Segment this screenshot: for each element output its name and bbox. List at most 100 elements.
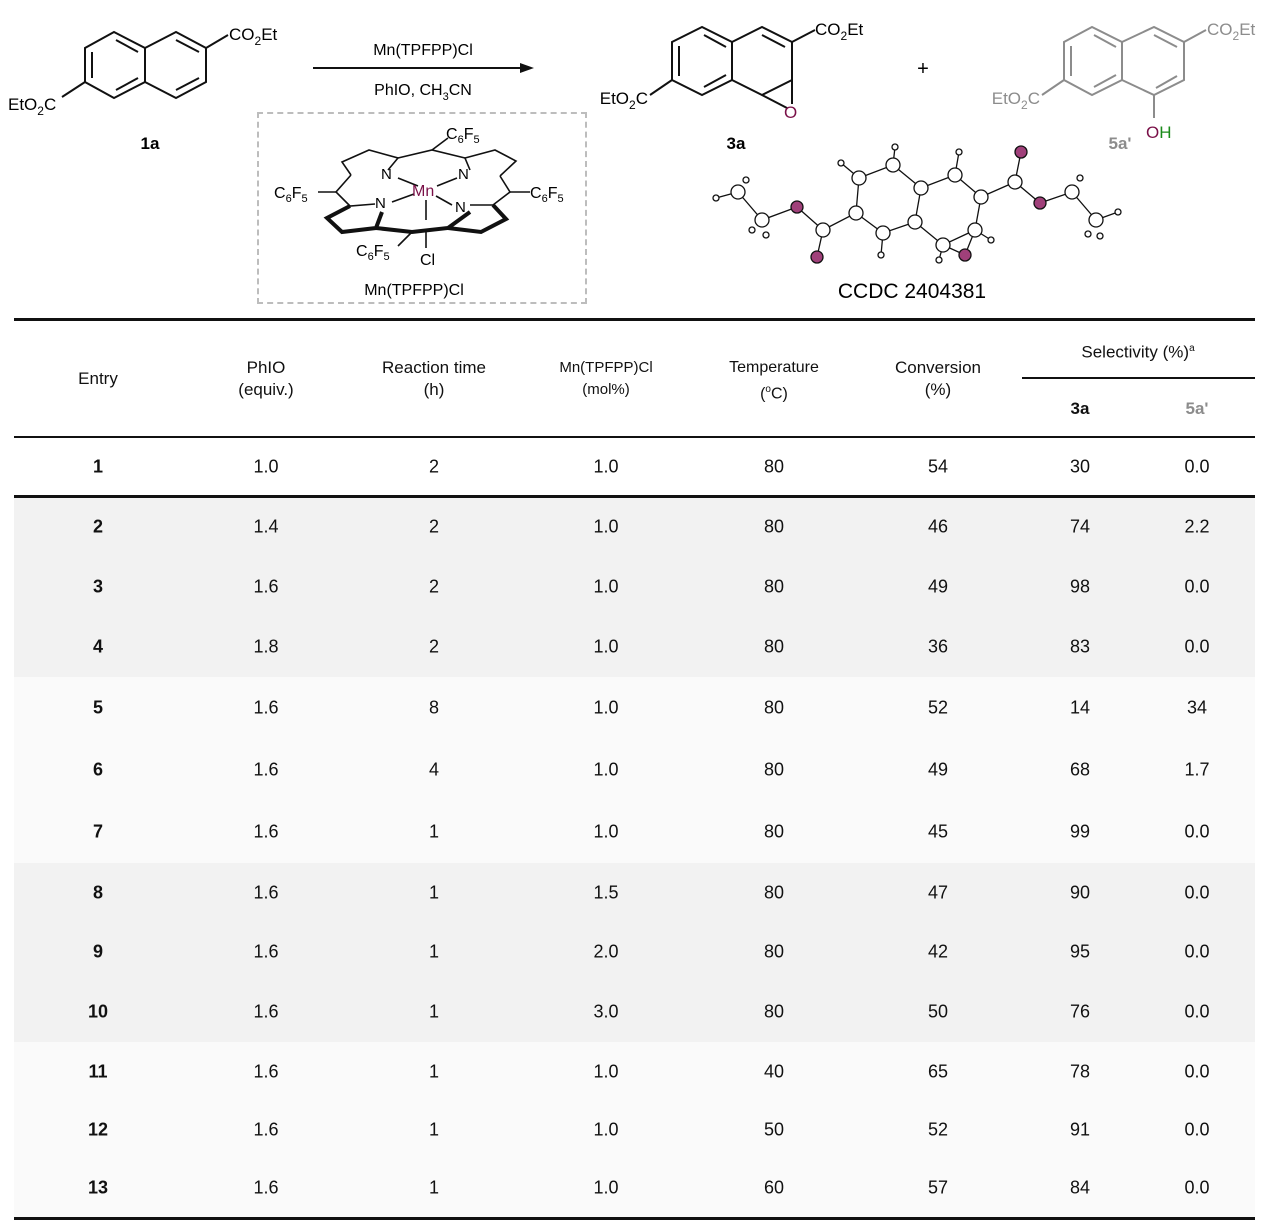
- cell-entry: 12: [87, 1119, 109, 1140]
- cell-entry: 10: [87, 1001, 109, 1022]
- cell-selectivity-3a: 84: [1069, 1177, 1091, 1198]
- manganese-center: Mn: [412, 183, 434, 200]
- cell-selectivity-5a: 0.0: [1184, 636, 1210, 657]
- cell-selectivity-3a: 95: [1069, 941, 1091, 962]
- cell-catalyst: 1.0: [593, 821, 619, 842]
- cell-catalyst: 3.0: [593, 1001, 619, 1022]
- cell-entry: 13: [87, 1177, 109, 1198]
- cell-temperature: 80: [763, 1001, 785, 1022]
- cell-temperature: 80: [763, 636, 785, 657]
- cell-temperature: 80: [763, 941, 785, 962]
- product-5a-label: 5a': [1109, 134, 1132, 153]
- substrate-1a-structure: [61, 30, 229, 100]
- cell-catalyst: 1.0: [593, 1177, 619, 1198]
- cell-temperature: 80: [763, 576, 785, 597]
- porphyrin-nitrogens: N N N N: [375, 166, 469, 216]
- cell-entry: 4: [92, 636, 104, 657]
- cell-catalyst: 1.0: [593, 1119, 619, 1140]
- cell-time: 1: [428, 821, 440, 842]
- cell-selectivity-3a: 74: [1069, 516, 1091, 537]
- cell-selectivity-3a: 83: [1069, 636, 1091, 657]
- aryl-left: C6F5: [274, 185, 308, 205]
- cell-conversion: 52: [927, 697, 949, 718]
- cell-selectivity-5a: 0.0: [1184, 1061, 1210, 1081]
- ccdc-label: CCDC 2404381: [838, 280, 986, 303]
- cell-time: 2: [428, 576, 440, 597]
- cell-conversion: 52: [927, 1119, 949, 1140]
- cell-conversion: 50: [927, 1001, 949, 1022]
- cell-temperature: 80: [763, 882, 785, 902]
- solvent-text: PhIO, CH3CN: [374, 82, 472, 103]
- cell-temperature: 80: [763, 516, 785, 537]
- entry1-bottom-rule: [14, 495, 1255, 498]
- cell-phio: 1.0: [253, 456, 279, 476]
- cell-entry: 6: [92, 759, 104, 780]
- cell-temperature: 40: [763, 1061, 785, 1081]
- cell-conversion: 49: [927, 759, 949, 780]
- cell-temperature: 80: [763, 821, 785, 842]
- cell-conversion: 65: [927, 1061, 949, 1081]
- cell-conversion: 46: [927, 516, 949, 537]
- cell-selectivity-3a: 90: [1069, 882, 1091, 902]
- table-top-rule: [14, 318, 1255, 321]
- cell-time: 2: [428, 516, 440, 537]
- cell-temperature: 80: [763, 697, 785, 718]
- cell-entry: 2: [92, 516, 104, 537]
- cell-time: 2: [428, 636, 440, 657]
- cell-entry: 1: [92, 456, 104, 476]
- svg-text:N: N: [455, 199, 466, 216]
- cell-conversion: 49: [927, 576, 949, 597]
- cell-phio: 1.6: [253, 821, 279, 842]
- cell-catalyst: 1.0: [593, 456, 619, 476]
- reagent-text: Mn(TPFPP)Cl: [373, 42, 473, 59]
- cell-catalyst: 1.5: [593, 882, 619, 902]
- cell-selectivity-3a: 98: [1069, 576, 1091, 597]
- cell-catalyst: 1.0: [593, 516, 619, 537]
- cell-conversion: 36: [927, 636, 949, 657]
- catalyst-label: Mn(TPFPP)Cl: [364, 282, 464, 299]
- cell-phio: 1.6: [253, 1061, 279, 1081]
- cell-phio: 1.6: [253, 882, 279, 902]
- header-phio: PhIO(equiv.): [238, 358, 294, 399]
- header-time: Reaction time(h): [382, 358, 486, 399]
- cell-phio: 1.4: [253, 516, 279, 537]
- cell-conversion: 54: [927, 456, 949, 476]
- cell-selectivity-3a: 91: [1069, 1119, 1091, 1140]
- substrate-right-group: CO2Et: [229, 25, 278, 48]
- cell-selectivity-5a: 0.0: [1184, 882, 1210, 902]
- cell-selectivity-5a: 1.7: [1184, 759, 1210, 780]
- cell-selectivity-5a: 0.0: [1184, 821, 1210, 842]
- cell-time: 2: [428, 456, 440, 476]
- cell-phio: 1.6: [253, 941, 279, 962]
- aryl-bottom: C6F5: [356, 243, 390, 263]
- cell-entry: 9: [92, 941, 104, 962]
- cell-time: 1: [428, 1119, 440, 1140]
- cell-temperature: 80: [763, 759, 785, 780]
- substrate-left-group: EtO2C: [8, 95, 56, 118]
- product-3a-left-group: EtO2C: [600, 89, 648, 112]
- header-selectivity: Selectivity (%)a: [1081, 342, 1195, 362]
- header-bottom-rule: [14, 436, 1255, 438]
- cell-entry: 8: [92, 882, 104, 902]
- header-temperature: Temperature(oC): [729, 359, 819, 403]
- hydroxyl-group: OH: [1146, 123, 1172, 142]
- cell-selectivity-3a: 78: [1069, 1061, 1091, 1081]
- aryl-top: C6F5: [446, 126, 480, 146]
- cell-time: 1: [428, 1001, 440, 1022]
- porphyrin-structure: [318, 137, 530, 248]
- cell-time: 4: [428, 759, 440, 780]
- cell-selectivity-3a: 14: [1069, 697, 1091, 718]
- product-3a-structure: [649, 25, 816, 109]
- svg-text:N: N: [375, 195, 386, 212]
- cell-phio: 1.6: [253, 1119, 279, 1140]
- cell-selectivity-3a: 68: [1069, 759, 1091, 780]
- cell-conversion: 45: [927, 821, 949, 842]
- axial-chloride: Cl: [420, 252, 435, 269]
